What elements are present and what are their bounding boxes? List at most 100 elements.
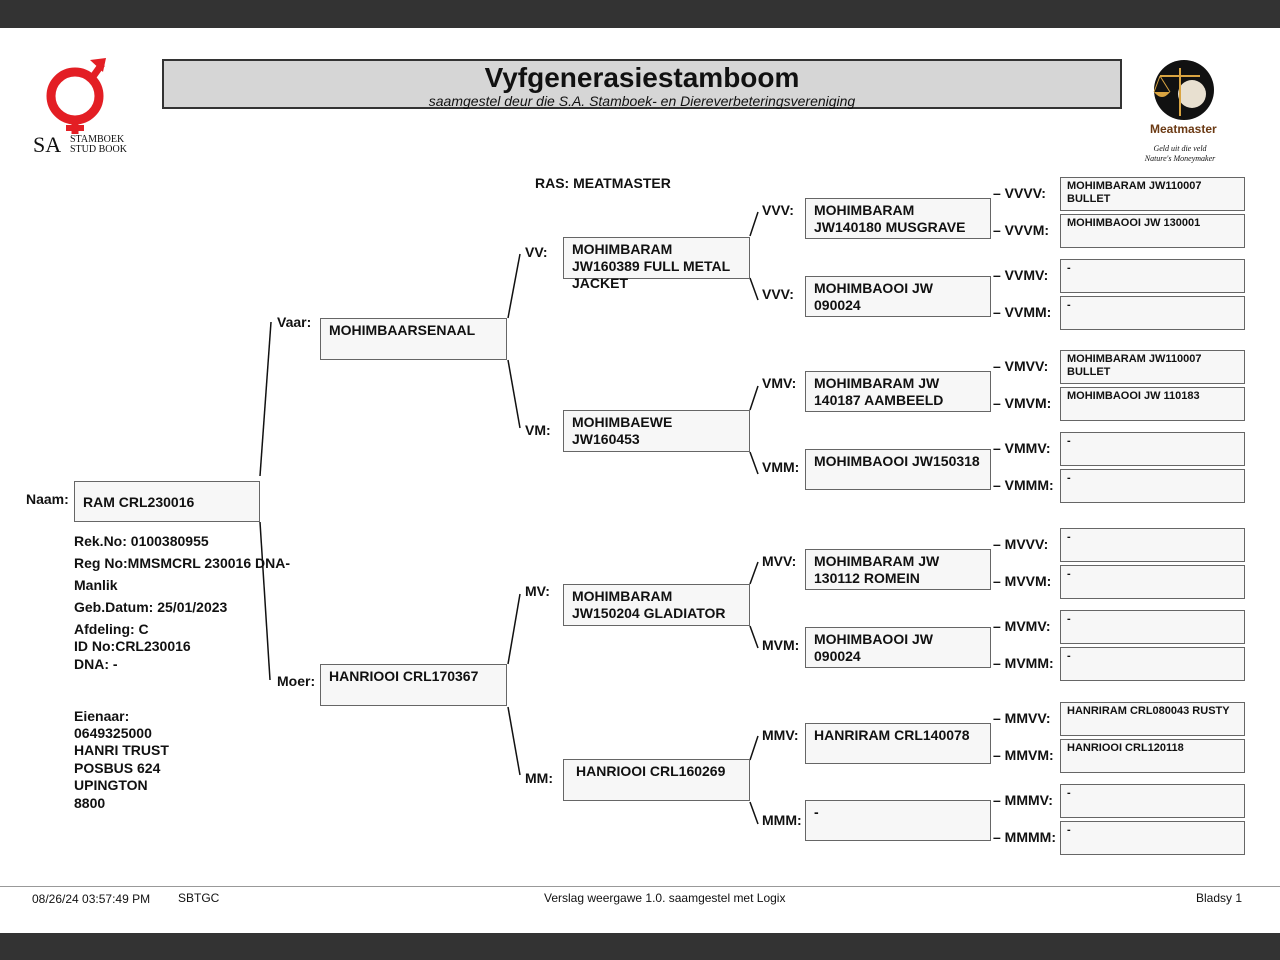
afdeling: Afdeling: C [74,621,149,637]
sa-studbook-logo [30,56,140,156]
gen5-label: – MVMM: [993,655,1054,671]
sire-label: Vaar: [277,314,312,330]
ggp-label: MVM: [762,637,800,653]
footer-timestamp: 08/26/24 03:57:49 PM [32,892,151,906]
gen5-box: - [1060,610,1245,644]
gen5-label: – VVVM: [993,222,1050,238]
gen5-label: – MVVV: [993,536,1049,552]
id-number: ID No:CRL230016 [74,638,191,654]
title-box: Vyfgenerasiestamboom saamgestel deur die… [162,59,1122,109]
gen5-label: – MMVV: [993,710,1051,726]
ggp-label: VMV: [762,375,797,391]
meatmaster-tagline: Geld uit die veld Nature's Moneymaker [1144,144,1216,163]
great-grandparent-box: HANRIRAM CRL140078 [805,723,991,764]
connector-line [259,321,272,477]
footer-page: Bladsy 1 [1196,891,1243,905]
connector-line [749,735,759,761]
gen5-label: – MMMV: [993,792,1053,808]
connector-line [749,277,759,301]
gen5-label: – MVVM: [993,573,1052,589]
meatmaster-logo [1140,58,1220,168]
gen5-box: MOHIMBAOOI JW 130001 [1060,214,1245,248]
gen5-label: – MVMV: [993,618,1051,634]
owner-line: 0649325000 [74,725,152,741]
gen5-box: MOHIMBARAM JW110007 BULLET [1060,177,1245,211]
owner-line: 8800 [74,795,106,811]
sire-box: MOHIMBAARSENAAL [320,318,507,360]
gen5-label: – VMVM: [993,395,1052,411]
gp-label: VV: [525,244,548,260]
ggp-label: MMV: [762,727,799,743]
owner-label: Eienaar: [74,708,130,724]
ggp-label: VVV: [762,202,794,218]
great-grandparent-box: MOHIMBAOOI JW150318 [805,449,991,490]
scale-icon [1153,60,1214,120]
gen5-label: – VVMM: [993,304,1052,320]
connector-line [507,253,521,319]
grandparent-box: MOHIMBARAM JW150204 GLADIATOR [563,584,750,626]
gen5-label: – VVVV: [993,185,1046,201]
sex: Manlik [74,577,118,593]
gen5-label: – VMMV: [993,440,1051,456]
connector-line [749,451,759,475]
gen5-box: - [1060,784,1245,818]
great-grandparent-box: MOHIMBARAM JW 130112 ROMEIN [805,549,991,590]
rek-number: Rek.No: 0100380955 [74,533,209,549]
gp-label: VM: [525,422,551,438]
gen5-box: HANRIRAM CRL080043 RUSTY [1060,702,1245,736]
dam-box: HANRIOOI CRL170367 [320,664,507,706]
footer-rule [0,886,1280,887]
great-grandparent-box: MOHIMBARAM JW140180 MUSGRAVE [805,198,991,239]
owner-line: HANRI TRUST [74,742,169,758]
dna: DNA: - [74,656,118,672]
gen5-box: MOHIMBARAM JW110007 BULLET [1060,350,1245,384]
name-label: Naam: [26,491,69,507]
breed-label: RAS: MEATMASTER [535,175,671,191]
gen5-box: - [1060,821,1245,855]
animal-name-box: RAM CRL230016 [74,481,260,522]
bottom-bar [0,933,1280,960]
ggp-label: VMM: [762,459,800,475]
connector-line [749,211,759,237]
gen5-box: - [1060,565,1245,599]
gp-label: MM: [525,770,553,786]
great-grandparent-box: MOHIMBAOOI JW 090024 [805,627,991,668]
great-grandparent-box: MOHIMBARAM JW 140187 AAMBEELD [805,371,991,412]
connector-line [507,593,521,665]
page-title: Vyfgenerasiestamboom [484,62,800,93]
sa-symbol-icon [46,58,106,134]
gen5-label: – MMMM: [993,829,1056,845]
grandparent-box: MOHIMBARAM JW160389 FULL METAL JACKET [563,237,750,291]
connector-line [507,359,521,429]
gen5-box: - [1060,296,1245,330]
great-grandparent-box: MOHIMBAOOI JW 090024 [805,276,991,317]
gen5-box: MOHIMBAOOI JW 110183 [1060,387,1245,421]
gen5-label: – MMVM: [993,747,1054,763]
reg-number: Reg No:MMSMCRL 230016 DNA- [74,555,290,571]
connector-line [749,385,759,411]
grandparent-box: HANRIOOI CRL160269 [563,759,750,801]
connector-line [749,801,759,825]
sa-logo-subtext: STAMBOEK STUD BOOK [70,134,127,155]
ggp-label: MMM: [762,812,802,828]
great-grandparent-box: - [805,800,991,841]
owner-line: UPINGTON [74,777,148,793]
gen5-box: - [1060,432,1245,466]
ggp-label: VVV: [762,286,794,302]
gen5-box: HANRIOOI CRL120118 [1060,739,1245,773]
gen5-box: - [1060,528,1245,562]
gen5-box: - [1060,647,1245,681]
meatmaster-brand: Meatmaster [1150,122,1217,136]
gen5-label: – VVMV: [993,267,1049,283]
gen5-label: – VMVV: [993,358,1049,374]
birth-date: Geb.Datum: 25/01/2023 [74,599,228,615]
gen5-label: – VMMM: [993,477,1054,493]
gen5-box: - [1060,259,1245,293]
sa-logo-text: SA [33,132,62,157]
gp-label: MV: [525,583,550,599]
ggp-label: MVV: [762,553,797,569]
dam-label: Moer: [277,673,316,689]
grandparent-box: MOHIMBAEWE JW160453 [563,410,750,452]
connector-line [507,706,521,776]
connector-line [259,521,271,681]
